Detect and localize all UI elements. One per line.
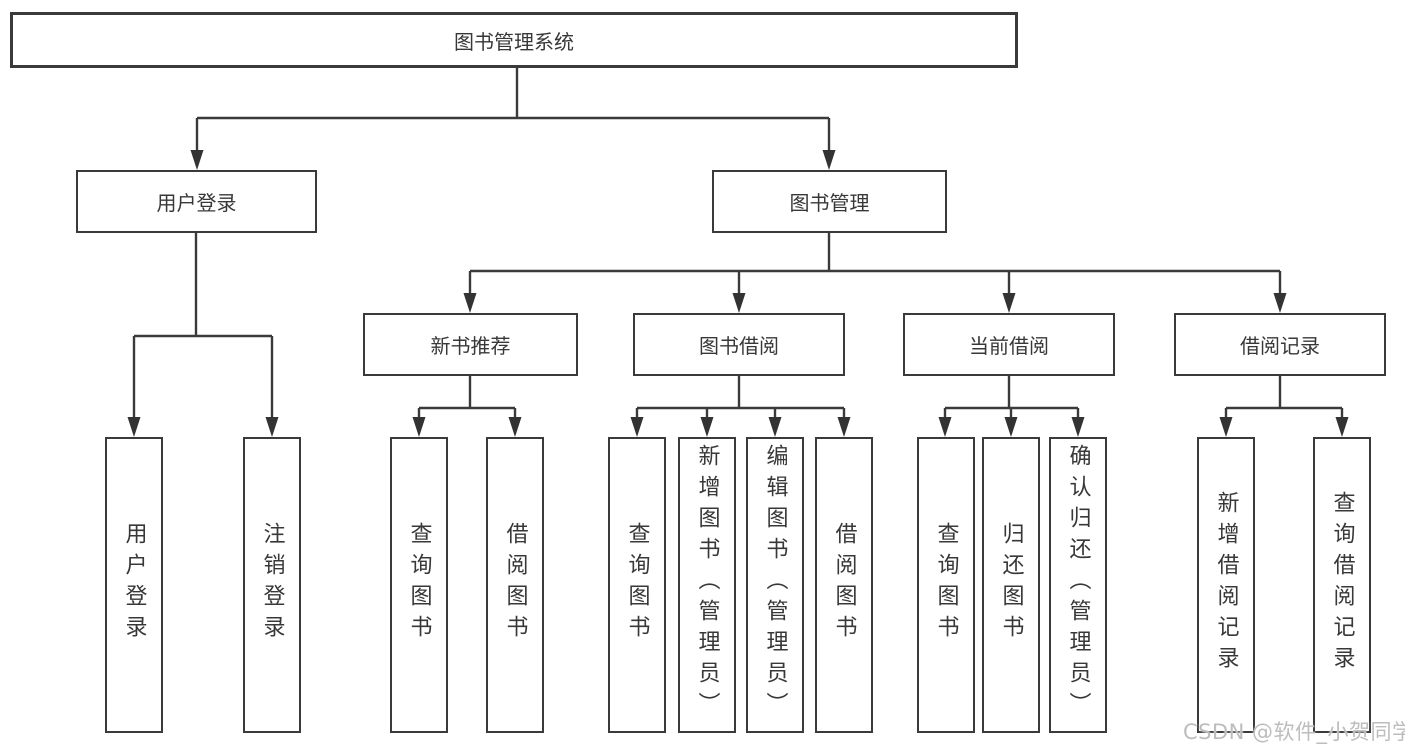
leaf-confirm-return-admin: 确认归还（管理员） — [1049, 437, 1107, 733]
leaf-user-login-label: 用户登录 — [121, 521, 147, 646]
leaf-query-books-recommend: 查询图书 — [390, 437, 448, 733]
node-current-borrow: 当前借阅 — [903, 313, 1115, 376]
watermark: CSDN @软件_小贺同学 — [1183, 720, 1405, 744]
leaf-borrow-books-recommend-label: 借阅图书 — [502, 521, 528, 646]
leaf-add-borrow-record-label: 新增借阅记录 — [1213, 490, 1239, 677]
node-user-login-label: 用户登录 — [156, 191, 237, 215]
node-user-login: 用户登录 — [76, 170, 317, 233]
leaf-query-books-borrow: 查询图书 — [608, 437, 666, 733]
node-borrow-records: 借阅记录 — [1174, 313, 1386, 376]
leaf-query-borrow-record-label: 查询借阅记录 — [1329, 490, 1355, 677]
node-root-label: 图书管理系统 — [454, 29, 574, 54]
leaf-query-books-borrow-label: 查询图书 — [624, 521, 650, 646]
leaf-logout-label: 注销登录 — [259, 521, 285, 646]
leaf-user-login: 用户登录 — [105, 437, 163, 733]
leaf-logout: 注销登录 — [243, 437, 301, 733]
leaf-add-book-admin-label: 新增图书（管理员） — [694, 444, 720, 723]
node-book-management: 图书管理 — [712, 170, 947, 233]
node-new-book-recommend: 新书推荐 — [363, 313, 578, 376]
leaf-confirm-return-admin-label: 确认归还（管理员） — [1065, 444, 1091, 723]
node-current-borrow-label: 当前借阅 — [969, 334, 1049, 358]
node-root: 图书管理系统 — [10, 12, 1018, 68]
leaf-edit-book-admin: 编辑图书（管理员） — [746, 437, 804, 733]
leaf-query-books-current: 查询图书 — [917, 437, 975, 733]
leaf-return-books: 归还图书 — [982, 437, 1040, 733]
node-new-book-recommend-label: 新书推荐 — [430, 334, 511, 358]
leaf-query-borrow-record: 查询借阅记录 — [1313, 437, 1371, 733]
leaf-add-borrow-record: 新增借阅记录 — [1197, 437, 1255, 733]
leaf-query-books-recommend-label: 查询图书 — [406, 521, 432, 646]
node-book-management-label: 图书管理 — [789, 191, 870, 215]
node-borrow-records-label: 借阅记录 — [1240, 334, 1320, 358]
leaf-query-books-current-label: 查询图书 — [933, 521, 959, 646]
node-book-borrow-label: 图书借阅 — [699, 334, 779, 358]
leaf-return-books-label: 归还图书 — [998, 521, 1024, 646]
leaf-borrow-books-label: 借阅图书 — [831, 521, 857, 646]
leaf-edit-book-admin-label: 编辑图书（管理员） — [762, 444, 788, 723]
node-book-borrow: 图书借阅 — [633, 313, 845, 376]
leaf-borrow-books-recommend: 借阅图书 — [486, 437, 544, 733]
leaf-add-book-admin: 新增图书（管理员） — [678, 437, 736, 733]
leaf-borrow-books: 借阅图书 — [815, 437, 873, 733]
